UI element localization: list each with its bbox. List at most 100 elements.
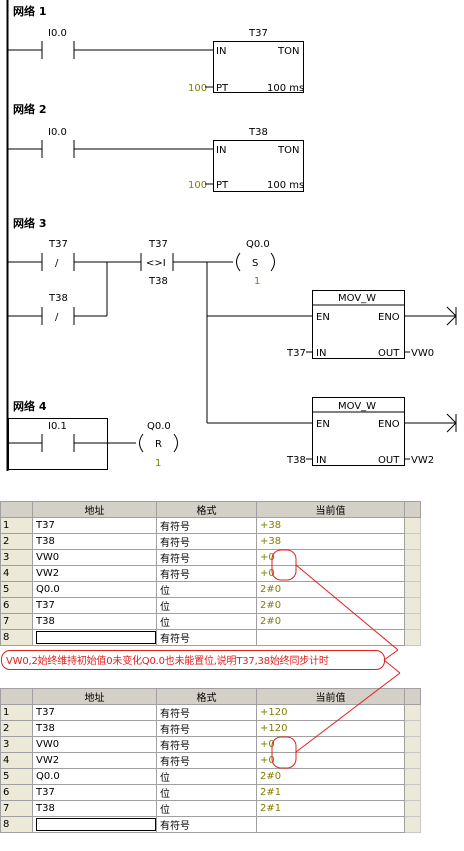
column-header-index[interactable] — [0, 688, 33, 705]
cell-address[interactable]: T38 — [32, 720, 157, 737]
cell-address[interactable]: T37 — [32, 517, 157, 534]
cell-address[interactable]: VW2 — [32, 565, 157, 582]
cell-format[interactable]: 有符号 — [156, 517, 257, 534]
column-header-value[interactable]: 当前值 — [256, 501, 405, 518]
row-index: 7 — [0, 613, 33, 630]
cell-address[interactable]: T37 — [32, 597, 157, 614]
cell-extra — [404, 597, 421, 614]
cell-format[interactable]: 有符号 — [156, 565, 257, 582]
cell-address[interactable]: VW2 — [32, 752, 157, 769]
network-3-title[interactable]: 网络 3 — [13, 216, 46, 230]
cell-format[interactable]: 有符号 — [156, 752, 257, 769]
table-header-row: 地址 格式 当前值 — [0, 688, 421, 705]
column-header-format[interactable]: 格式 — [156, 688, 257, 705]
row-index: 4 — [0, 565, 33, 582]
timer-base: 100 ms — [267, 83, 304, 94]
cell-address[interactable]: VW0 — [32, 549, 157, 566]
cell-address[interactable]: T38 — [32, 613, 157, 630]
cell-format[interactable]: 有符号 — [156, 629, 257, 646]
cell-address[interactable]: VW0 — [32, 736, 157, 753]
table-row[interactable]: 8 有符号 — [0, 629, 421, 646]
timer-name: T37 — [248, 28, 268, 39]
coil-count: 1 — [155, 458, 161, 469]
row-index: 3 — [0, 736, 33, 753]
cell-format[interactable]: 有符号 — [156, 720, 257, 737]
column-header-address[interactable]: 地址 — [32, 501, 157, 518]
timer-preset-value: 100 — [188, 180, 207, 191]
contact-address: T37 — [48, 239, 68, 250]
cell-format[interactable]: 有符号 — [156, 704, 257, 721]
cell-address-editor[interactable] — [32, 816, 157, 833]
row-index: 2 — [0, 533, 33, 550]
column-header-value[interactable]: 当前值 — [256, 688, 405, 705]
contact-address: I0.0 — [48, 28, 67, 39]
cell-value: 2#0 — [256, 581, 405, 598]
network-1-title[interactable]: 网络 1 — [13, 4, 46, 18]
cell-address[interactable]: Q0.0 — [32, 581, 157, 598]
cell-extra — [404, 517, 421, 534]
cell-extra — [404, 768, 421, 785]
column-header-format[interactable]: 格式 — [156, 501, 257, 518]
cell-format[interactable]: 位 — [156, 581, 257, 598]
nc-slash: / — [55, 312, 59, 323]
cell-format[interactable]: 位 — [156, 613, 257, 630]
cell-address[interactable]: T38 — [32, 533, 157, 550]
mov-in-src: T37 — [286, 348, 306, 359]
cell-value: +0 — [256, 565, 405, 582]
cell-value: +120 — [256, 720, 405, 737]
cell-value: 2#1 — [256, 784, 405, 801]
timer-type: TON — [277, 46, 299, 57]
cell-format[interactable]: 位 — [156, 784, 257, 801]
row-index: 4 — [0, 752, 33, 769]
cell-value — [256, 629, 405, 646]
cell-extra — [404, 720, 421, 737]
coil-right-paren — [270, 252, 275, 272]
annotation-callout: VW0,2始终维持初始值0未变化Q0.0也未能置位,说明T37,38始终同步计时 — [0, 649, 385, 671]
coil-left-paren — [236, 252, 241, 272]
cell-address[interactable]: T37 — [32, 704, 157, 721]
cell-format[interactable]: 位 — [156, 768, 257, 785]
cell-value: 2#0 — [256, 768, 405, 785]
cell-address[interactable]: T37 — [32, 784, 157, 801]
mov-in-src: T38 — [286, 455, 306, 466]
row-index: 7 — [0, 800, 33, 817]
address-input[interactable] — [36, 818, 156, 831]
column-header-address[interactable]: 地址 — [32, 688, 157, 705]
cell-format[interactable]: 位 — [156, 800, 257, 817]
cell-format[interactable]: 有符号 — [156, 533, 257, 550]
column-header-index[interactable] — [0, 501, 33, 518]
cell-address[interactable]: Q0.0 — [32, 768, 157, 785]
mov-in-label: IN — [316, 348, 326, 359]
cell-address[interactable]: T38 — [32, 800, 157, 817]
network-2-title[interactable]: 网络 2 — [13, 102, 46, 116]
cell-format[interactable]: 有符号 — [156, 816, 257, 833]
address-input[interactable] — [36, 631, 156, 644]
compare-operator: <>I — [146, 258, 166, 269]
cell-value: +38 — [256, 517, 405, 534]
cell-format[interactable]: 位 — [156, 597, 257, 614]
cell-extra — [404, 800, 421, 817]
row-index: 8 — [0, 629, 33, 646]
timer-pt-label: PT — [216, 180, 229, 191]
cell-format[interactable]: 有符号 — [156, 736, 257, 753]
network-4-title[interactable]: 网络 4 — [13, 399, 47, 413]
cell-format[interactable]: 有符号 — [156, 549, 257, 566]
coil-type: S — [252, 258, 258, 269]
cell-value — [256, 816, 405, 833]
cell-address-editor[interactable] — [32, 629, 157, 646]
